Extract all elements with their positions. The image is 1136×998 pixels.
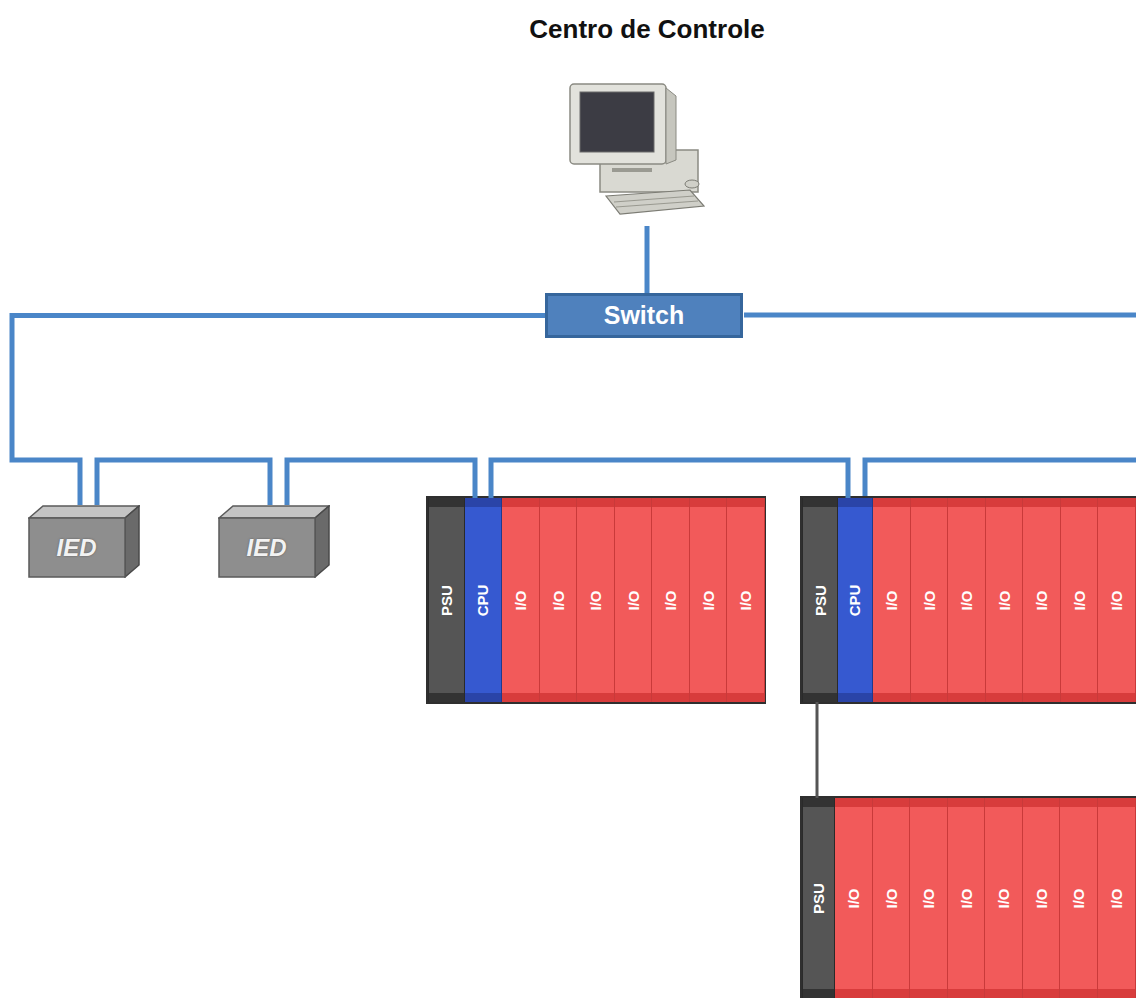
node-label: I/O — [1108, 590, 1125, 610]
node-label: I/O — [549, 590, 566, 610]
monitor — [570, 84, 666, 164]
node-label: I/O — [883, 590, 900, 610]
network-cable — [645, 226, 650, 294]
node-label: I/O — [1070, 888, 1087, 908]
node-label: PSU — [810, 883, 827, 914]
io-module: I/O — [690, 498, 728, 702]
node-label: PSU — [812, 585, 829, 616]
node-label: I/O — [1032, 888, 1049, 908]
mouse — [685, 180, 699, 188]
monitor-side — [666, 88, 676, 164]
node-label: IED — [56, 534, 96, 562]
network-switch: Switch — [545, 293, 743, 338]
node-label: I/O — [737, 590, 754, 610]
power-supply-module: PSU — [802, 798, 835, 998]
ied-device: IED — [28, 505, 140, 578]
node-label: PSU — [438, 585, 455, 616]
cpu-module: CPU — [838, 498, 873, 702]
io-module: I/O — [727, 498, 765, 702]
node-label: I/O — [699, 590, 716, 610]
node-label: I/O — [1070, 590, 1087, 610]
io-module: I/O — [502, 498, 540, 702]
node-label: Switch — [604, 301, 685, 330]
node-label: I/O — [995, 590, 1012, 610]
io-module: I/O — [948, 798, 986, 998]
power-supply-module: PSU — [428, 498, 465, 702]
io-module: I/O — [873, 498, 911, 702]
ied-device: IED — [218, 505, 330, 578]
ied-front — [29, 518, 125, 577]
ied-face: IED — [218, 518, 315, 578]
io-module: I/O — [1061, 498, 1099, 702]
io-module: I/O — [948, 498, 986, 702]
ied-side — [315, 506, 329, 577]
io-module: I/O — [652, 498, 690, 702]
network-cable — [97, 460, 270, 505]
node-label: I/O — [624, 590, 641, 610]
power-supply-module: PSU — [802, 498, 838, 702]
rack-body — [426, 496, 766, 704]
rack-body — [800, 496, 1136, 704]
io-module: I/O — [835, 798, 873, 998]
node-label: IED — [246, 534, 286, 562]
node-label: I/O — [882, 888, 899, 908]
node-label: CPU — [474, 584, 491, 616]
network-cable — [12, 316, 545, 506]
io-module: I/O — [910, 798, 948, 998]
keyboard — [606, 190, 704, 214]
node-label: I/O — [920, 888, 937, 908]
node-label: I/O — [587, 590, 604, 610]
monitor-screen — [580, 92, 654, 152]
node-label: I/O — [958, 590, 975, 610]
ied-side — [125, 506, 139, 577]
io-module: I/O — [911, 498, 949, 702]
node-label: I/O — [662, 590, 679, 610]
network-cable — [744, 313, 1136, 318]
node-label: I/O — [512, 590, 529, 610]
network-cable — [491, 460, 848, 498]
ied-top — [219, 506, 329, 518]
rack-bus-cable — [816, 702, 819, 798]
node-label: I/O — [1107, 888, 1124, 908]
network-cable — [865, 460, 1136, 498]
node-label: I/O — [920, 590, 937, 610]
ied-top — [29, 506, 139, 518]
rack-body — [800, 796, 1136, 998]
io-module: I/O — [1098, 798, 1136, 998]
io-module: I/O — [985, 798, 1023, 998]
ied-face: IED — [28, 518, 125, 578]
drive-slot — [612, 168, 652, 172]
io-module: I/O — [540, 498, 578, 702]
io-module: I/O — [615, 498, 653, 702]
diagram-title: Centro de Controle — [0, 14, 1136, 45]
io-module: I/O — [873, 798, 911, 998]
io-module: I/O — [986, 498, 1024, 702]
io-module: I/O — [1060, 798, 1098, 998]
node-label: I/O — [957, 888, 974, 908]
node-label: CPU — [846, 584, 863, 616]
io-module: I/O — [1023, 798, 1061, 998]
node-label: I/O — [995, 888, 1012, 908]
io-module: I/O — [1098, 498, 1136, 702]
node-label: I/O — [845, 888, 862, 908]
keyboard-keys — [614, 196, 698, 207]
io-module: I/O — [1023, 498, 1061, 702]
io-module: I/O — [577, 498, 615, 702]
ied-front — [219, 518, 315, 577]
node-label: I/O — [1033, 590, 1050, 610]
computer-icon — [570, 84, 704, 214]
cpu-module: CPU — [465, 498, 502, 702]
